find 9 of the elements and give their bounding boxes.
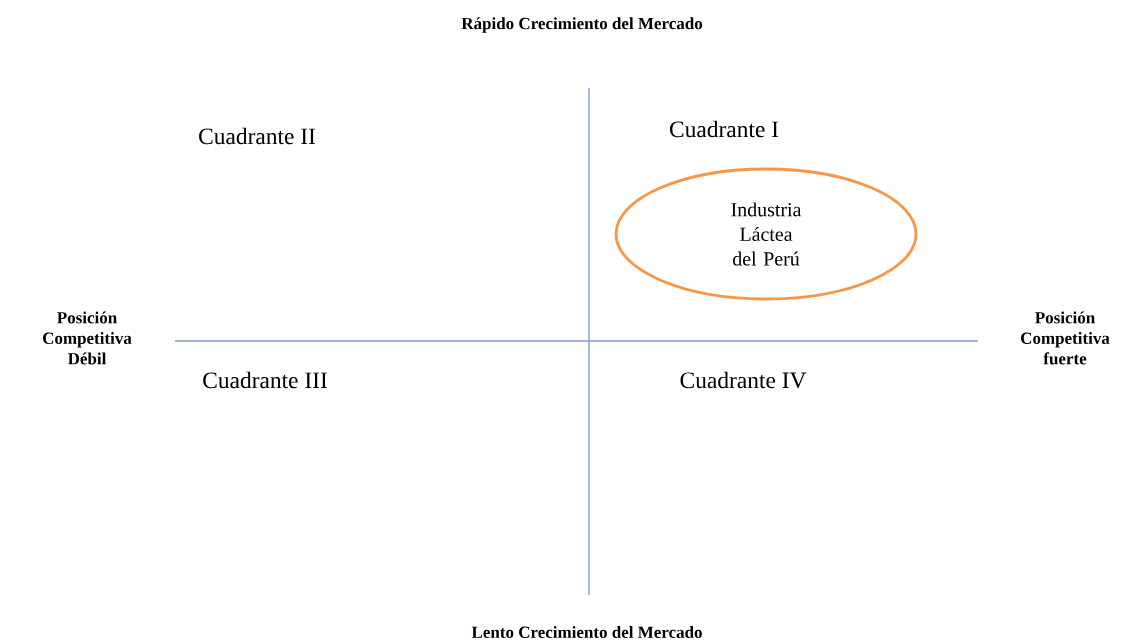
quadrant-label: Cuadrante III <box>203 371 327 389</box>
quadrant-label: Cuadrante IV <box>680 371 807 389</box>
axis-label: Lento Crecimiento del Mercado <box>471 626 702 638</box>
quadrant-label: Cuadrante I <box>670 120 779 138</box>
axis-label: Posición Competitiva fuerte <box>1021 311 1110 365</box>
ellipse-node: Industria Láctea del Perú <box>614 167 918 301</box>
axis-label: Rápido Crecimiento del Mercado <box>461 17 703 33</box>
axis-label: Posición Competitiva Débil <box>43 311 132 365</box>
quadrant-label: Cuadrante II <box>199 127 316 145</box>
